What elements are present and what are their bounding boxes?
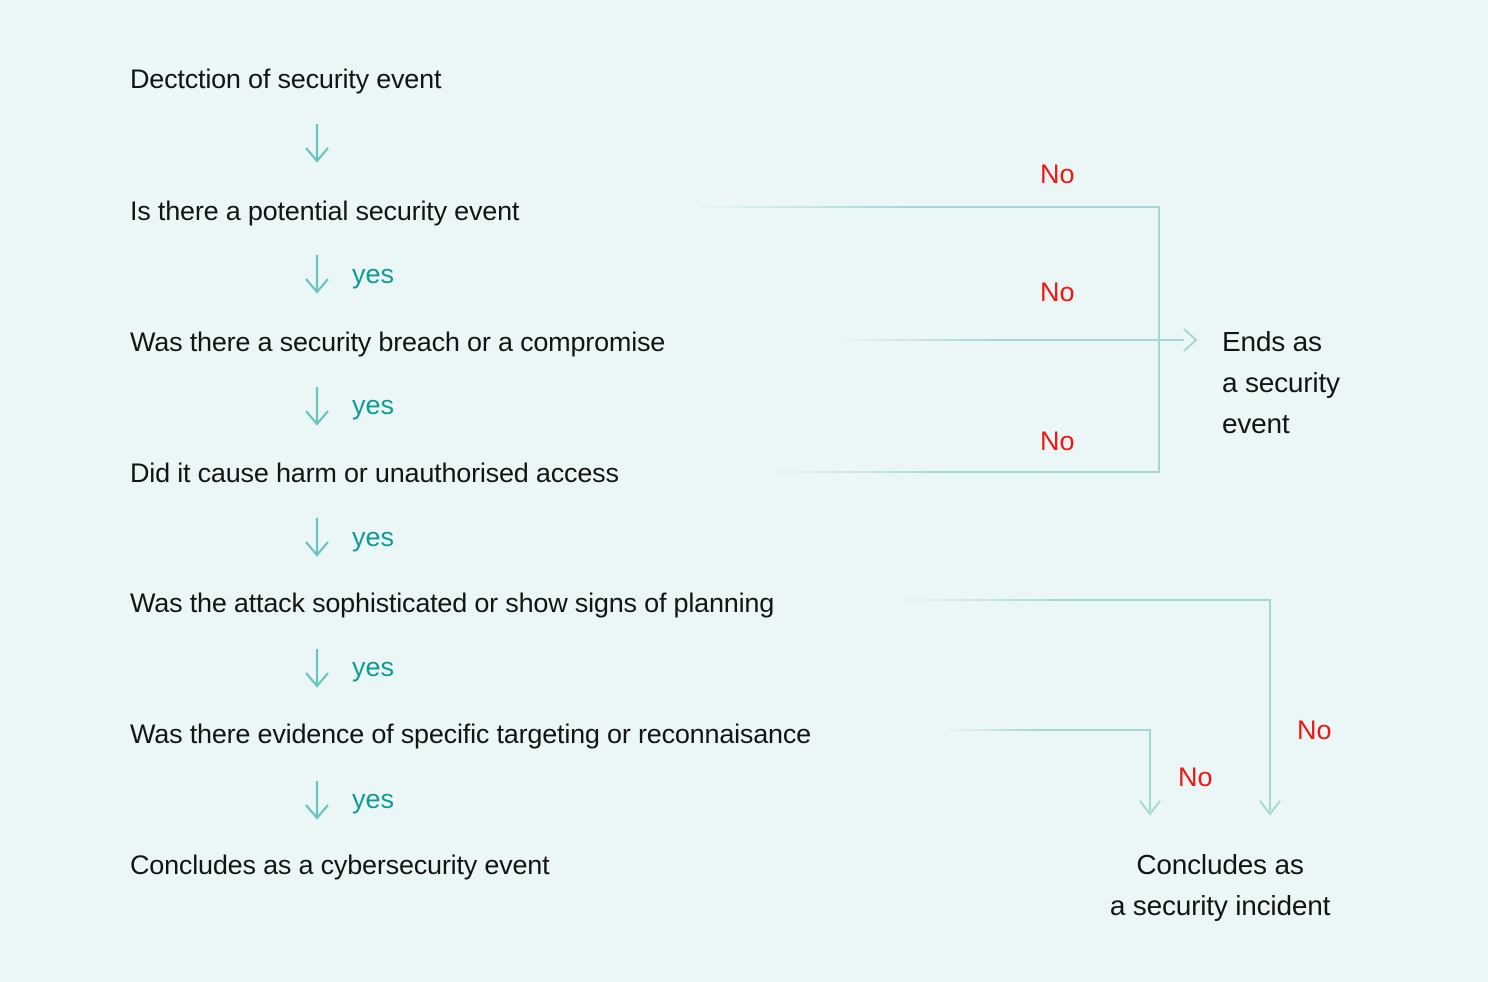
yes-label: yes <box>352 784 395 814</box>
no-label: No <box>1040 159 1075 189</box>
down-arrow-icon <box>305 255 329 294</box>
no-connector-line <box>905 599 1271 601</box>
down-arrow-icon <box>305 649 329 688</box>
no-label: No <box>1040 426 1075 456</box>
no-label: No <box>1040 277 1075 307</box>
down-arrow-icon <box>305 781 329 820</box>
question-attack-sophisticated: Was the attack sophisticated or show sig… <box>130 588 775 618</box>
yes-label: yes <box>352 259 395 289</box>
outcome-cybersecurity-event: Concludes as a cybersecurity event <box>130 850 550 880</box>
no-label: No <box>1178 762 1213 792</box>
down-arrowhead-icon <box>1139 800 1161 816</box>
outcome-security-incident-line: Concludes as <box>1136 849 1304 880</box>
down-arrowhead-icon <box>1259 800 1281 816</box>
question-harm-unauthorised-access: Did it cause harm or unauthorised access <box>130 458 619 488</box>
question-security-breach: Was there a security breach or a comprom… <box>130 327 666 357</box>
no-connector-line <box>948 729 1151 731</box>
outcome-security-event: Ends as a security event <box>1222 321 1340 444</box>
yes-label: yes <box>352 390 395 420</box>
yes-label: yes <box>352 652 395 682</box>
outcome-security-incident: Concludes as a security incident <box>1060 844 1380 926</box>
start-node: Dectction of security event <box>130 64 442 94</box>
no-connector-line <box>700 206 1159 208</box>
right-arrowhead-icon <box>1183 328 1198 352</box>
no-connector-line <box>777 471 1159 473</box>
no-label: No <box>1297 715 1332 745</box>
outcome-security-incident-line: a security incident <box>1109 890 1331 921</box>
no-connector-line <box>1269 599 1271 811</box>
outcome-security-event-line: Ends as <box>1222 326 1322 357</box>
question-specific-targeting: Was there evidence of specific targeting… <box>130 719 811 749</box>
down-arrow-icon <box>305 518 329 557</box>
yes-label: yes <box>352 522 395 552</box>
down-arrow-icon <box>305 124 329 163</box>
outcome-security-event-line: event <box>1222 408 1290 439</box>
question-potential-security-event: Is there a potential security event <box>130 196 520 226</box>
no-connector-line <box>842 339 1184 341</box>
outcome-security-event-line: a security <box>1222 367 1340 398</box>
no-connector-line <box>1149 729 1151 811</box>
down-arrow-icon <box>305 387 329 426</box>
